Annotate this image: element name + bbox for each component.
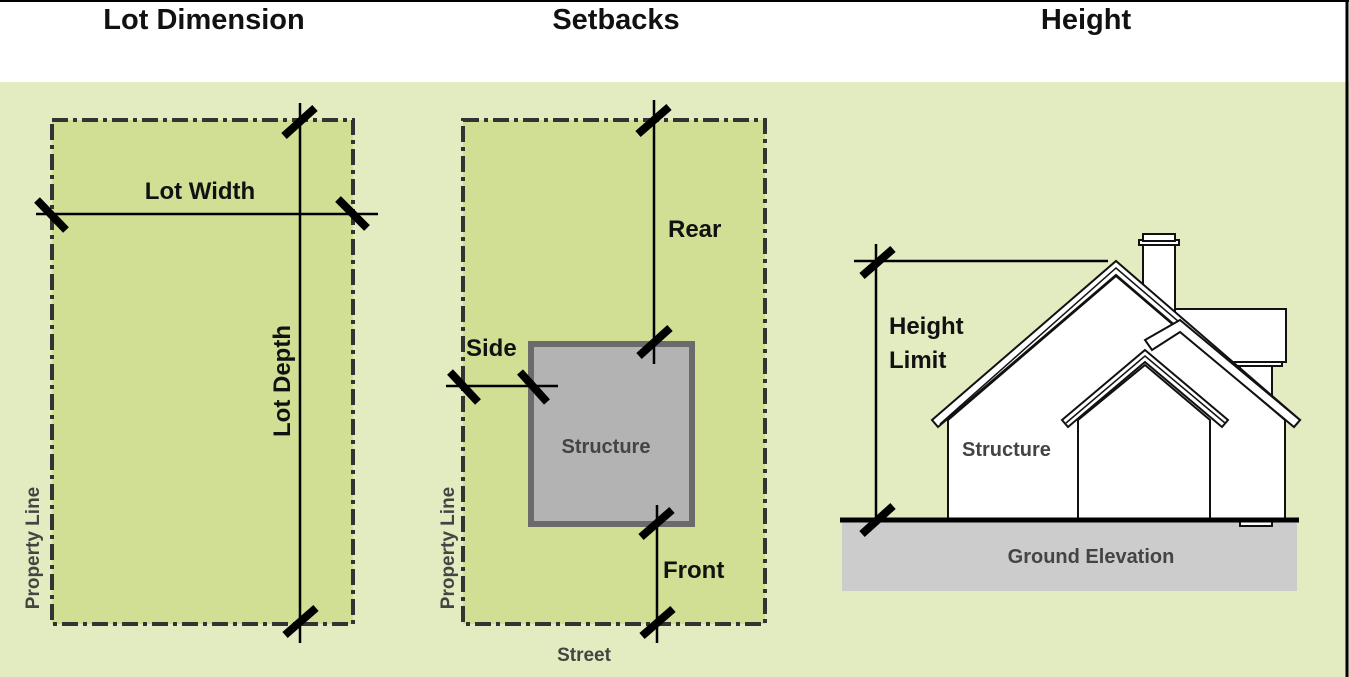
ground-area: [842, 521, 1297, 591]
property-line-label: Property Line: [438, 487, 459, 609]
dimension-tick-mark: [517, 369, 550, 405]
rear-setback-label: Rear: [668, 216, 721, 243]
header-band: [0, 0, 1349, 82]
lot-dimension-panel: Lot Width Lot Depth Property Line: [23, 103, 378, 643]
house-elevation: Structure: [930, 233, 1302, 527]
secondary-roof-rake: [1143, 318, 1302, 429]
street-label: Street: [557, 645, 612, 666]
dimension-tick-mark: [34, 197, 69, 233]
front-roof-rake: [1060, 348, 1230, 429]
lot-depth-label: Lot Depth: [269, 325, 296, 437]
dimension-tick-mark: [282, 604, 319, 639]
structure-label: Structure: [562, 436, 651, 458]
dimension-tick-mark: [639, 605, 676, 640]
title-lot-dimension: Lot Dimension: [103, 4, 304, 36]
front-roof-rake-line: [1065, 355, 1226, 424]
property-line-boundary: [461, 118, 767, 626]
height-limit-label-line1: Height: [889, 313, 964, 340]
structure-label: Structure: [962, 439, 1051, 461]
height-limit-label-line2: Limit: [889, 347, 946, 374]
ground-elevation-label: Ground Elevation: [1008, 546, 1175, 568]
dimension-tick-mark: [638, 506, 675, 541]
structure-footprint: [528, 341, 695, 527]
front-setback-label: Front: [663, 557, 724, 584]
dimension-tick-mark: [859, 503, 896, 537]
dimension-tick-mark: [635, 103, 672, 138]
chimney-cap-top: [1142, 233, 1176, 242]
dimension-tick-mark: [636, 325, 673, 359]
setbacks-panel: Structure Rear Side Front Property Line …: [438, 100, 767, 666]
dimension-tick-mark: [859, 245, 896, 280]
dimension-tick-mark: [335, 196, 370, 231]
dimension-tick-mark: [447, 369, 481, 405]
lot-width-label: Lot Width: [145, 178, 255, 205]
property-line-label: Property Line: [23, 487, 44, 609]
title-setbacks: Setbacks: [552, 4, 679, 36]
title-height: Height: [1041, 4, 1132, 36]
lot-area: [52, 120, 353, 624]
dimension-tick-mark: [281, 105, 318, 139]
side-setback-label: Side: [466, 335, 517, 362]
height-panel: Ground Elevation Structure: [840, 233, 1302, 591]
property-line-boundary: [50, 118, 355, 626]
